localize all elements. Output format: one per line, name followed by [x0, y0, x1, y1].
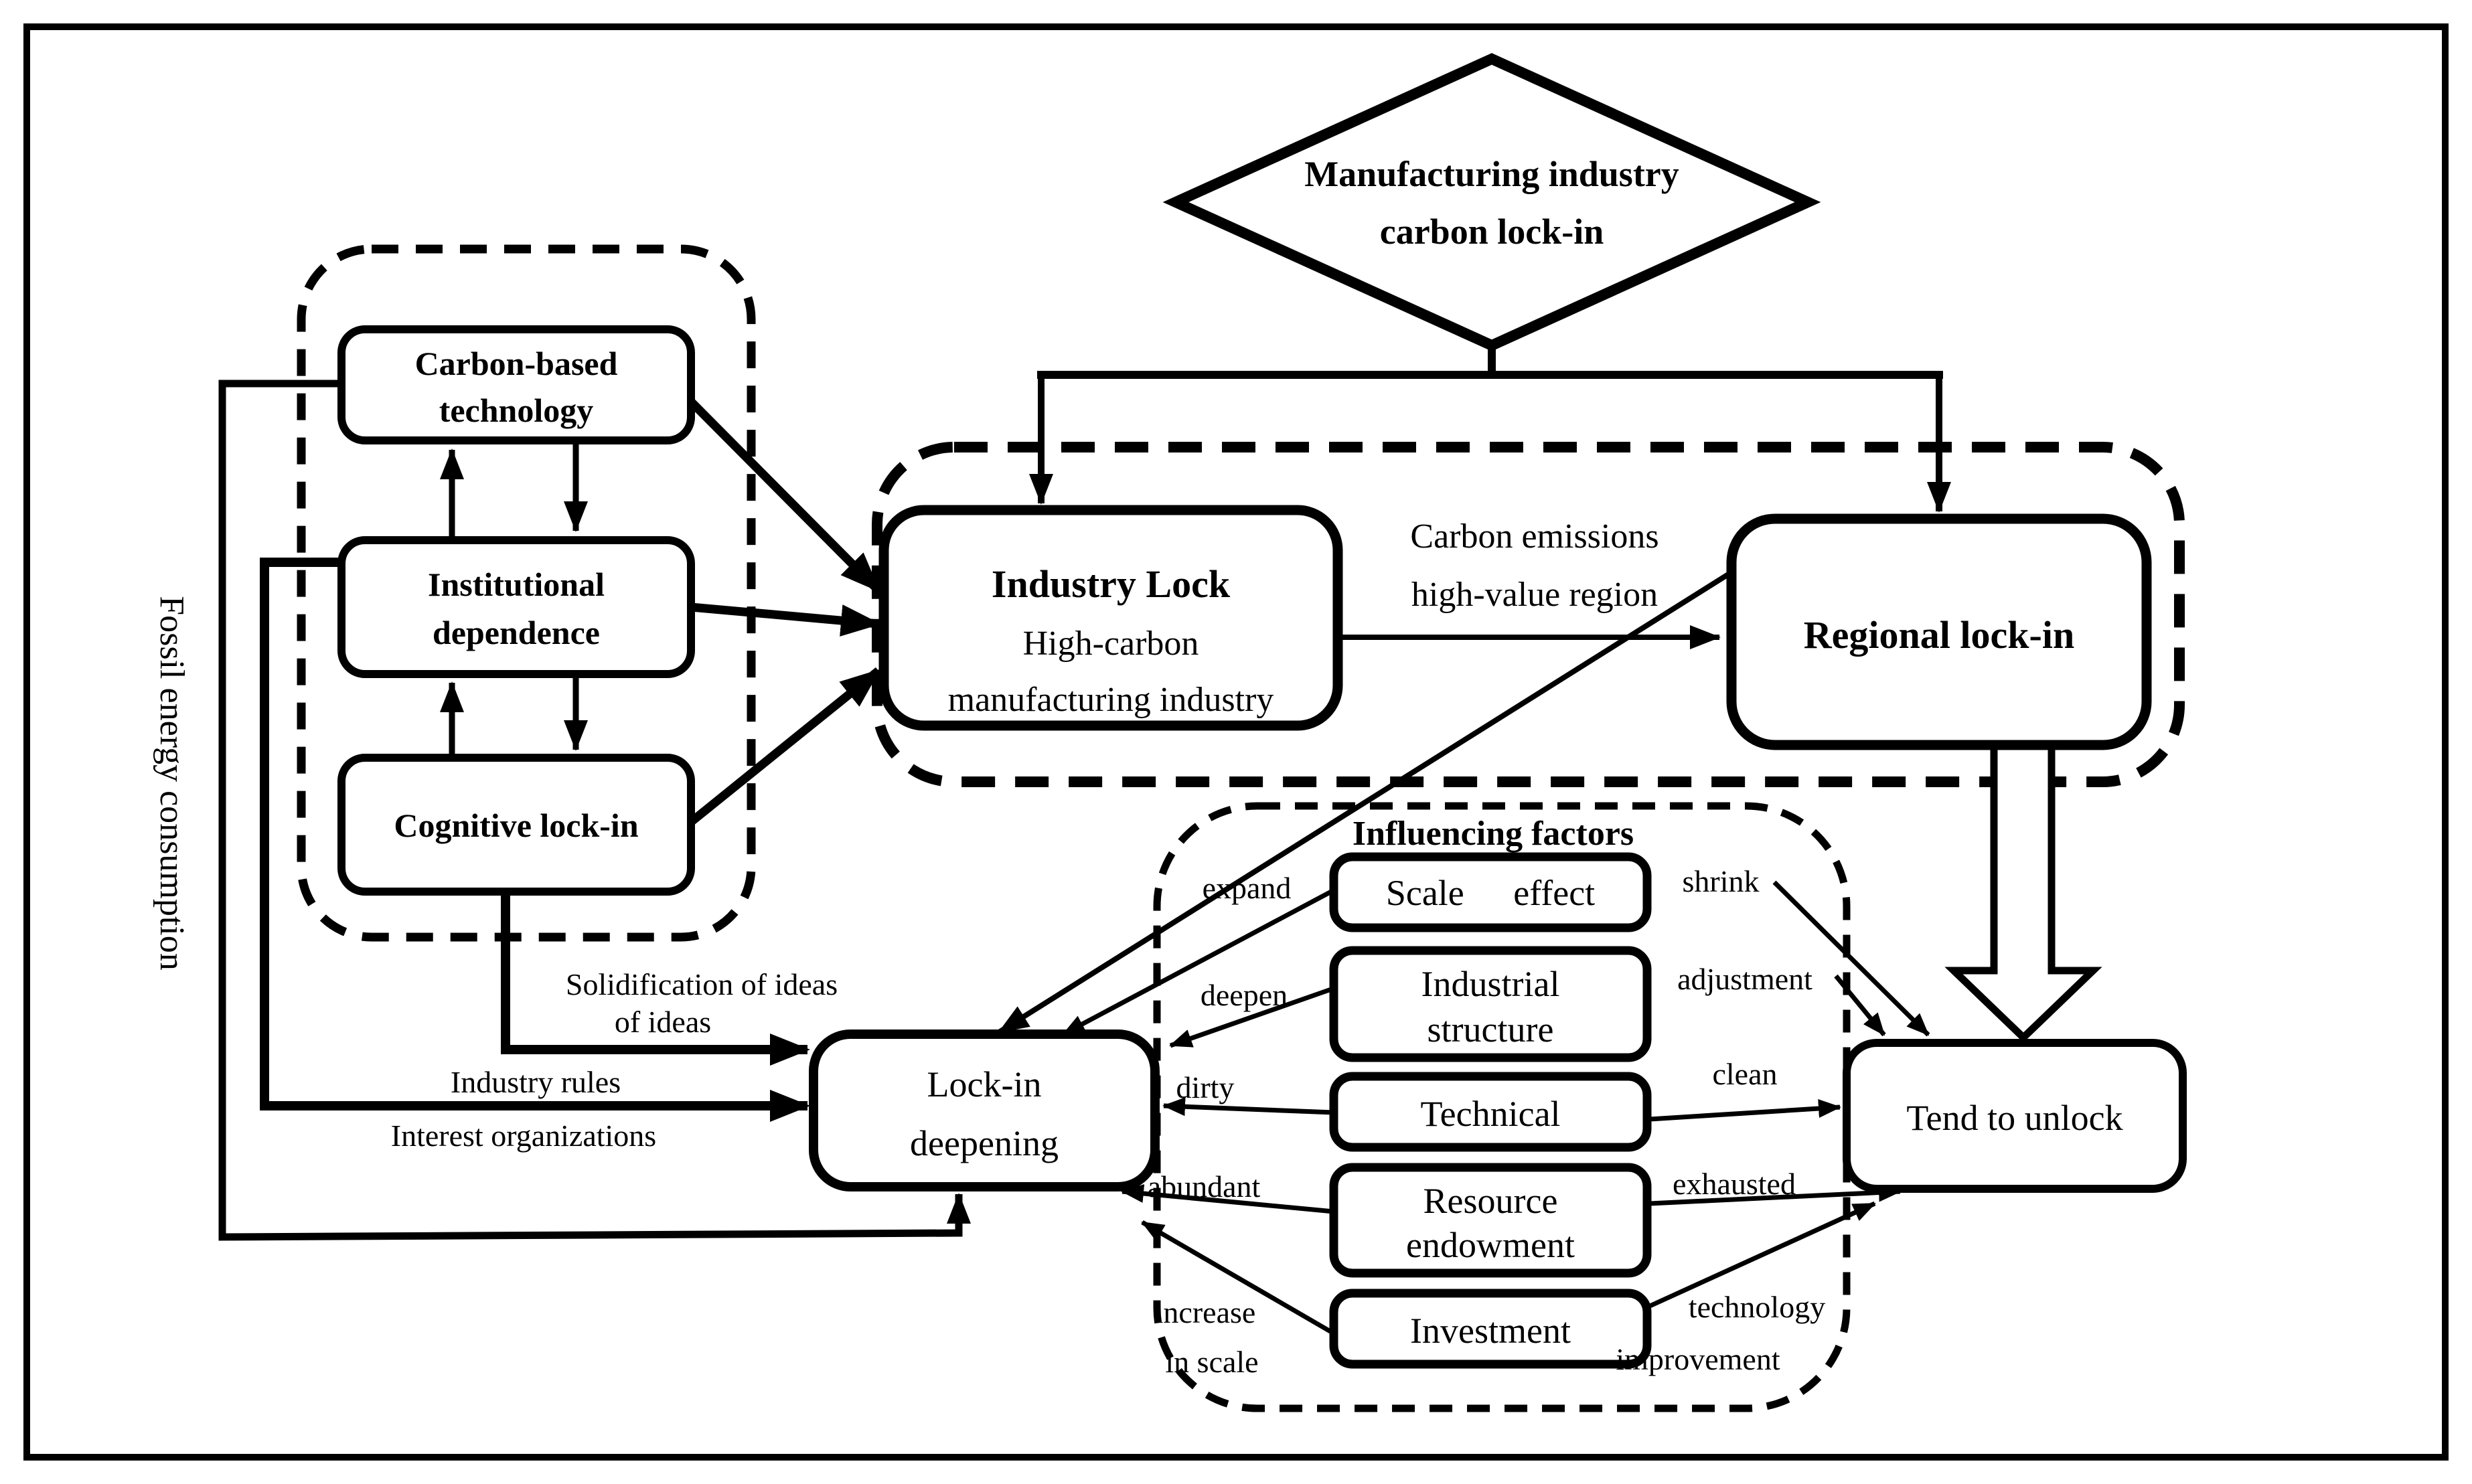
emission-label-line2: high-value region — [1411, 576, 1658, 614]
scale-effect-label: Scale effect — [1386, 873, 1595, 913]
box-cognitive-lockin — [337, 754, 695, 896]
cognitive-label: Cognitive lock-in — [394, 807, 638, 844]
carbon-tech-line1: Carbon-based — [415, 345, 618, 382]
label-increase-line1: increase — [1155, 1295, 1256, 1329]
label-solidification-line2: of ideas — [615, 1005, 711, 1039]
carbon-tech-line2: technology — [439, 392, 594, 429]
label-clean: clean — [1712, 1057, 1777, 1091]
arrow-clean-to-unlock — [1649, 1099, 1841, 1122]
industry-lock-sub2: manufacturing industry — [948, 681, 1274, 719]
block-arrow-regional-to-unlock — [1944, 740, 2102, 1043]
arrow-regional-to-lockin-deepening — [997, 570, 1733, 1035]
regional-lockin-label: Regional lock-in — [1804, 613, 2074, 657]
arrow-technology-to-unlock — [1647, 1201, 1876, 1309]
box-resource-endowment — [1329, 1163, 1652, 1278]
industry-lock-title: Industry Lock — [992, 562, 1231, 606]
diamond-manufacturing-carbon-lockin — [1162, 53, 1821, 351]
label-expand: expand — [1203, 871, 1292, 905]
lockin-deepening-line1: Lock-in — [927, 1064, 1042, 1104]
institutional-line2: dependence — [433, 614, 600, 651]
label-adjustment: adjustment — [1677, 962, 1812, 996]
industrial-structure-line2: structure — [1427, 1009, 1554, 1050]
label-industry-rules: Industry rules — [451, 1065, 621, 1099]
box-technical — [1329, 1072, 1652, 1152]
label-technology-line2: improvement — [1616, 1342, 1780, 1376]
arrow-increase-to-lockin — [1141, 1220, 1335, 1336]
institutional-line1: Institutional — [428, 566, 605, 603]
label-technology-line1: technology — [1689, 1290, 1825, 1324]
label-interest-organizations: Interest organizations — [391, 1119, 656, 1153]
investment-label: Investment — [1410, 1311, 1571, 1351]
arrow-deepen-to-lockin — [1169, 987, 1332, 1048]
label-exhausted: exhausted — [1673, 1167, 1796, 1201]
box-tend-to-unlock — [1843, 1039, 2187, 1193]
fossil-energy-caption: Fossil energy consumption — [153, 596, 191, 970]
resource-endowment-line2: endowment — [1406, 1225, 1575, 1265]
diamond-label-line1: Manufacturing industry — [1304, 154, 1679, 194]
label-increase-line2: in scale — [1165, 1345, 1258, 1379]
arrow-expand-to-lockin — [1062, 888, 1335, 1037]
label-abundant: abundant — [1148, 1169, 1261, 1204]
arrow-exhausted-to-unlock — [1649, 1183, 1902, 1206]
arrow-cognitive-to-industry-lock — [688, 667, 882, 826]
label-shrink: shrink — [1683, 864, 1760, 898]
box-regional-lockin — [1726, 513, 2152, 750]
box-scale-effect — [1329, 852, 1652, 932]
lockin-deepening-line2: deepening — [910, 1123, 1059, 1163]
label-dirty: dirty — [1176, 1070, 1235, 1104]
industry-lock-sub1: High-carbon — [1023, 625, 1199, 663]
box-industry-lock — [878, 505, 1343, 731]
box-industrial-structure — [1329, 946, 1652, 1062]
fossil-feedback-loop-line — [218, 380, 971, 1241]
influencing-factors-title: Influencing factors — [1353, 815, 1634, 853]
diamond-label-line2: carbon lock-in — [1380, 212, 1604, 252]
middle-dashed-container — [872, 442, 2185, 787]
label-deepen: deepen — [1201, 978, 1288, 1012]
technical-label: Technical — [1420, 1094, 1560, 1134]
tend-to-unlock-label: Tend to unlock — [1906, 1098, 2122, 1138]
arrow-institutional-to-industry-lock — [690, 602, 881, 637]
emission-label-line1: Carbon emissions — [1410, 517, 1658, 556]
box-carbon-based-technology — [337, 325, 695, 444]
left-dashed-container — [297, 244, 756, 942]
solidification-arrow — [501, 892, 810, 1066]
box-lockin-deepening — [809, 1029, 1160, 1191]
label-solidification-line1: Solidification of ideas — [566, 967, 838, 1001]
arrow-abundant-to-lockin — [1121, 1184, 1334, 1214]
box-investment — [1329, 1289, 1652, 1369]
resource-endowment-line1: Resource — [1423, 1181, 1558, 1221]
arrow-shrink-to-unlock — [1772, 880, 1930, 1037]
arrow-carbon-tech-to-industry-lock — [688, 398, 882, 594]
box-institutional-dependence — [337, 536, 695, 678]
industry-rules-arrow — [260, 558, 810, 1122]
arrow-adjustment-to-unlock — [1834, 974, 1886, 1037]
industrial-structure-line1: Industrial — [1421, 964, 1560, 1004]
arrow-dirty-to-lockin — [1162, 1097, 1334, 1117]
